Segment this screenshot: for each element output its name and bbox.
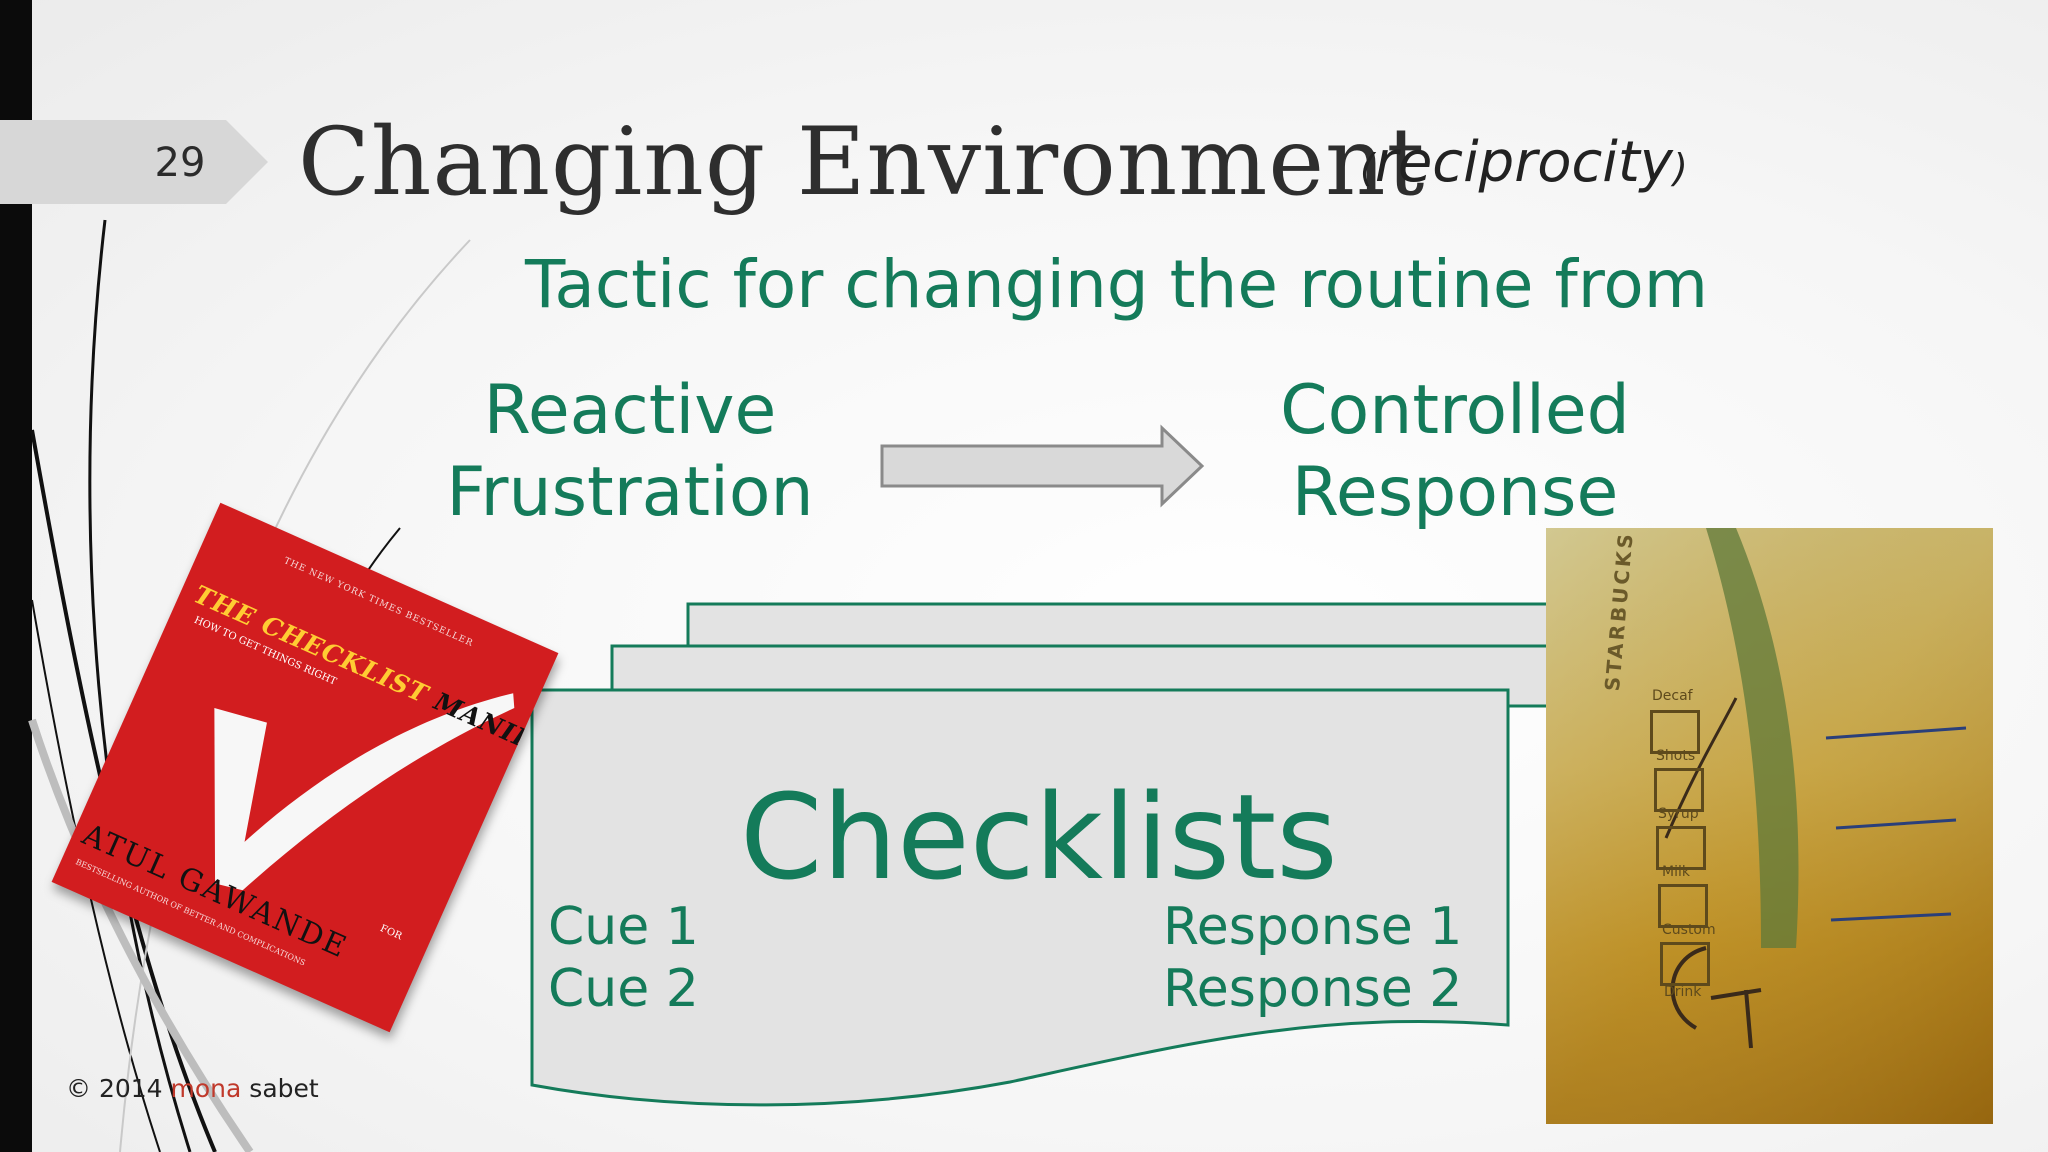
copyright-highlight: mona [170, 1074, 242, 1103]
cue-item: Cue 1 [548, 897, 699, 957]
checkmark-icon [214, 693, 515, 891]
checklist-card-front [530, 688, 1510, 1107]
cup-label-text: Shots [1656, 748, 1696, 764]
starbucks-cup-photo: Decaf Shots Syrup Milk Custom Drink [1546, 528, 1993, 1124]
slide-subtitle: (reciprocity) [1360, 130, 1688, 195]
cup-label-text: Drink [1664, 984, 1702, 1000]
from-state-line: Frustration [446, 453, 814, 532]
cup-label-text: Milk [1662, 864, 1690, 880]
right-arrow-icon [880, 424, 1205, 508]
cup-checkbox [1656, 826, 1706, 870]
copyright-footer: © 2014 mona sabet [66, 1074, 319, 1103]
from-state: Reactive Frustration [440, 370, 820, 534]
cup-checkbox [1658, 884, 1708, 928]
checklist-title: Checklists [740, 768, 1338, 906]
subtitle-open-paren: ( [1360, 146, 1375, 190]
copyright-suffix: sabet [241, 1074, 319, 1103]
tactic-heading: Tactic for changing the routine from [525, 246, 1709, 323]
slide-number-tab [0, 120, 268, 204]
cup-label-text: Decaf [1652, 688, 1693, 704]
cue-item: Cue 2 [548, 959, 699, 1019]
cup-checkbox [1654, 768, 1704, 812]
to-state-line: Response [1291, 453, 1619, 532]
cup-label-text: Custom [1662, 922, 1716, 938]
cup-checkbox [1660, 942, 1710, 986]
to-state-line: Controlled [1280, 371, 1630, 450]
subtitle-close-paren: ) [1672, 146, 1688, 190]
response-item: Response 1 [1163, 897, 1463, 957]
cup-label-text: Syrup [1658, 806, 1699, 822]
copyright-prefix: © 2014 [66, 1074, 171, 1103]
cue-list: Cue 1 Cue 2 [548, 896, 699, 1020]
to-state: Controlled Response [1255, 370, 1655, 534]
checklist-manifesto-book-cover: THE NEW YORK TIMES BESTSELLER THE CHECKL… [51, 502, 559, 1033]
response-list: Response 1 Response 2 [1163, 896, 1462, 1020]
subtitle-text: reciprocity [1374, 130, 1673, 195]
from-state-line: Reactive [483, 371, 777, 450]
response-item: Response 2 [1163, 959, 1463, 1019]
slide-number: 29 [154, 140, 206, 186]
slide-title: Changing Environment [298, 108, 1426, 217]
cup-photo-details [1546, 528, 1993, 1124]
cup-checkbox [1650, 710, 1700, 754]
